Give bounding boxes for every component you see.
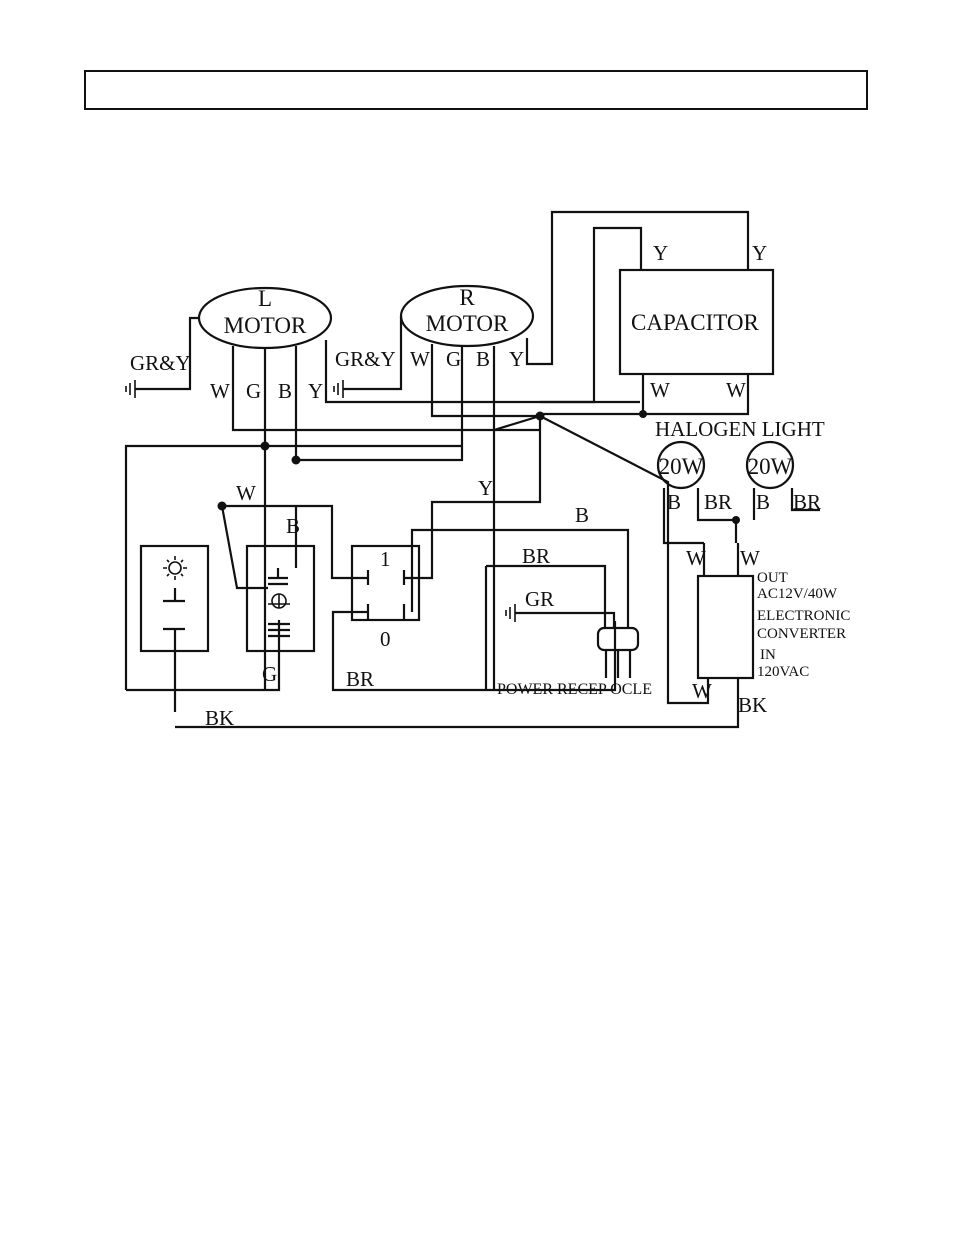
- main-switch-on-label: 1: [380, 547, 391, 571]
- receptacle-ground-label: GR: [525, 587, 554, 611]
- main-switch-off-label: 0: [380, 627, 391, 651]
- right-motor-lead-y: [527, 212, 748, 364]
- converter-top-term-w1: W: [686, 546, 706, 570]
- left-ground-icon: [126, 380, 135, 398]
- halogen-junction-dot: [732, 516, 740, 524]
- converter-name-1: ELECTRONIC: [757, 608, 850, 624]
- wire-label-w: W: [236, 481, 256, 505]
- converter-bottom-term-w: W: [692, 679, 712, 703]
- right-motor-term-g: G: [446, 347, 461, 371]
- converter-in-rating: 120VAC: [757, 664, 809, 680]
- halogen-lamp-1-term-b: B: [667, 490, 681, 514]
- b-junction-dot: [292, 456, 301, 465]
- left-motor-label: MOTOR: [224, 313, 307, 338]
- capacitor-label: CAPACITOR: [631, 310, 759, 335]
- main-switch-contacts-0: [333, 604, 615, 690]
- wire-label-b: B: [286, 514, 300, 538]
- right-motor-term-w: W: [410, 347, 430, 371]
- halogen-to-converter: [704, 520, 738, 576]
- capacitor-term-w2: W: [726, 378, 746, 402]
- sun-rays-icon: [163, 556, 187, 580]
- capacitor-term-y2: Y: [752, 241, 767, 265]
- main-switch: 1 0: [333, 416, 628, 690]
- capacitor-y-wire: [540, 228, 641, 402]
- cap-junction-dot: [639, 410, 647, 418]
- left-motor-term-y: Y: [308, 379, 323, 403]
- capacitor: CAPACITOR Y Y W W: [540, 228, 773, 414]
- left-motor-term-b: B: [278, 379, 292, 403]
- fan-switch-bottom-contact: [268, 620, 290, 640]
- wire-label-br-top: BR: [522, 544, 550, 568]
- converter-out-rating: AC12V/40W: [757, 586, 838, 602]
- left-motor-term-w: W: [210, 379, 230, 403]
- wire-label-br-bottom: BR: [346, 667, 374, 691]
- fan-switch: [126, 506, 350, 690]
- capacitor-term-y1: Y: [653, 241, 668, 265]
- right-motor-ground-label: GR&Y: [335, 347, 396, 371]
- wire-label-b2: B: [575, 503, 589, 527]
- receptacle-label: POWER RECEP OCLE: [497, 681, 652, 698]
- main-switch-contacts-1: [350, 416, 540, 585]
- halogen-lamp-1-term-br: BR: [704, 490, 732, 514]
- right-motor-name: R: [459, 285, 475, 310]
- converter-bottom-term-bk: BK: [738, 693, 767, 717]
- halogen-lamp-2-term-b: B: [756, 490, 770, 514]
- converter-top-term-w2: W: [740, 546, 760, 570]
- left-motor-ground-label: GR&Y: [130, 351, 191, 375]
- converter-body: [698, 576, 753, 678]
- sun-icon: [169, 562, 181, 574]
- left-motor-name: L: [258, 286, 272, 311]
- right-ground-icon: [334, 380, 343, 398]
- fan-switch-top-contact: [268, 568, 288, 584]
- halogen-lamp-1-watts: 20W: [659, 454, 704, 479]
- halogen-lamp-2-term-br: BR: [793, 490, 821, 514]
- wire-label-g: G: [262, 662, 277, 686]
- halogen-lamp-2-watts: 20W: [748, 454, 793, 479]
- b-bus-join: [494, 416, 540, 430]
- right-motor-label: MOTOR: [426, 311, 509, 336]
- capacitor-w-wires: [540, 374, 748, 414]
- converter-out-label: OUT: [757, 570, 788, 586]
- converter-in-label: IN: [760, 647, 776, 663]
- g-wire-return: [126, 640, 279, 690]
- wire-label-y: Y: [478, 476, 493, 500]
- plug-prongs: [606, 650, 630, 678]
- receptacle-ground-wire: [515, 613, 614, 628]
- receptacle-ground-icon: [506, 604, 515, 622]
- converter-name-2: CONVERTER: [757, 626, 846, 642]
- right-motor-term-b: B: [476, 347, 490, 371]
- halogen-title: HALOGEN LIGHT: [655, 417, 825, 441]
- capacitor-term-w1: W: [650, 378, 670, 402]
- right-motor: R MOTOR W G B Y GR&Y: [296, 212, 748, 690]
- left-motor-term-g: G: [246, 379, 261, 403]
- right-motor-term-y: Y: [509, 347, 524, 371]
- converter-bk-input: [175, 678, 738, 727]
- plug-body: [598, 628, 638, 650]
